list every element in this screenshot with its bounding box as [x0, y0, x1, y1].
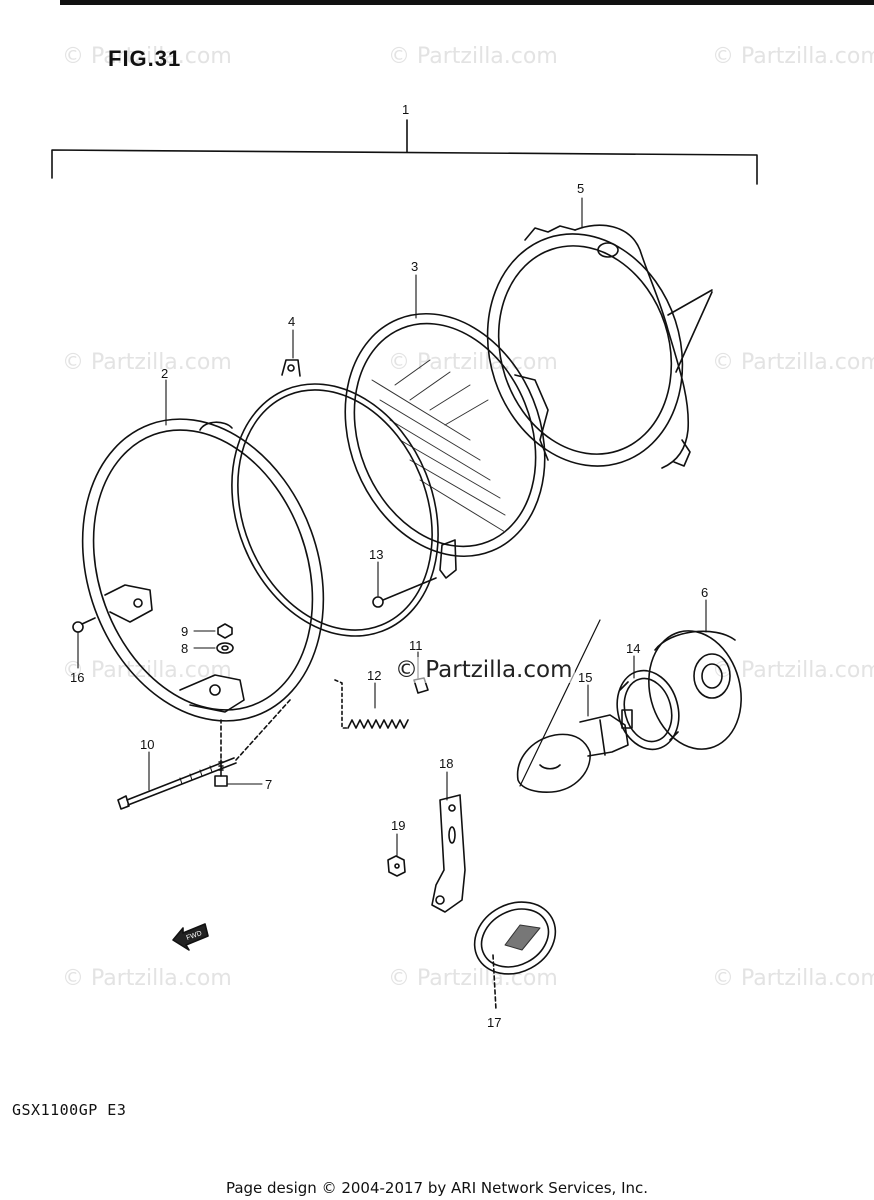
model-code: GSX1100GP E3 — [12, 1101, 127, 1119]
callout-16: 16 — [70, 670, 85, 685]
callout-15: 15 — [578, 670, 593, 685]
callout-17: 17 — [487, 1015, 502, 1030]
callout-12: 12 — [367, 668, 382, 683]
bracket-18 — [431, 794, 466, 913]
bolt-10 — [117, 699, 291, 810]
washer-8 — [216, 642, 234, 654]
headlight-rim-2 — [81, 418, 325, 722]
headlight-housing-5 — [486, 224, 713, 469]
headlight-lens-3 — [344, 312, 549, 579]
watermark: © Partzilla.com — [62, 658, 232, 683]
assembly-bracket — [51, 119, 758, 185]
callout-13: 13 — [369, 547, 384, 562]
leader-lines — [77, 197, 707, 857]
watermark: © Partzilla.com — [712, 44, 874, 69]
callout-11: 11 — [409, 638, 423, 653]
watermark: © Partzilla.com — [712, 350, 874, 375]
nut-9 — [217, 623, 233, 639]
watermark: © Partzilla.com — [388, 350, 558, 375]
watermark: © Partzilla.com — [388, 44, 558, 69]
watermark: © Partzilla.com — [62, 350, 232, 375]
nut-19 — [387, 855, 406, 877]
cap-17 — [473, 901, 557, 1011]
callout-2: 2 — [161, 366, 169, 381]
screw-13 — [372, 577, 437, 608]
watermark: © Partzilla.com — [388, 966, 558, 991]
spring-12 — [334, 679, 409, 729]
callout-5: 5 — [577, 181, 585, 196]
callout-14: 14 — [626, 641, 641, 656]
callout-3: 3 — [411, 259, 419, 274]
callout-6: 6 — [701, 585, 709, 600]
bolt-7 — [214, 719, 228, 787]
retaining-ring-4 — [231, 359, 439, 637]
callout-8: 8 — [181, 641, 189, 656]
callout-10: 10 — [140, 737, 155, 752]
socket-boot-6 — [648, 630, 742, 750]
figure-title: FIG.31 — [108, 46, 182, 71]
callout-9: 9 — [181, 624, 189, 639]
bulb-retainer-14 — [616, 669, 680, 751]
watermark: © Partzilla.com — [62, 44, 232, 69]
callout-4: 4 — [288, 314, 296, 329]
watermark: © Partzilla.com — [712, 966, 874, 991]
callout-7: 7 — [265, 777, 273, 792]
watermark: © Partzilla.com — [62, 966, 232, 991]
bulb-15 — [516, 619, 633, 793]
fwd-arrow-icon: FWD — [172, 923, 209, 951]
center-watermark: © Partzilla.com — [393, 657, 575, 683]
top-border-line — [60, 0, 874, 5]
footer-copyright: Page design © 2004-2017 by ARI Network S… — [225, 1179, 649, 1197]
callout-19: 19 — [391, 818, 406, 833]
screw-16 — [72, 617, 96, 633]
callout-1: 1 — [402, 102, 410, 117]
callout-18: 18 — [439, 756, 454, 771]
